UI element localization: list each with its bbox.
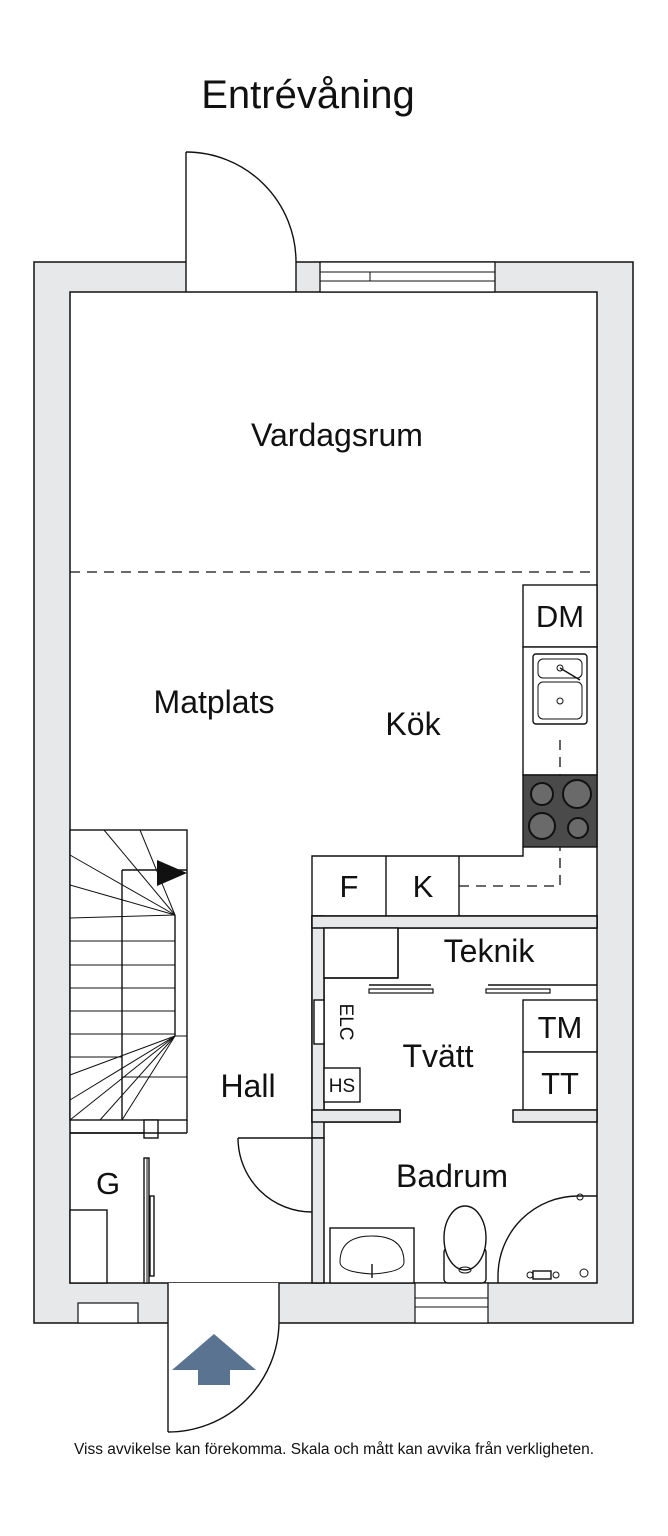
window-bottom-left (77, 1302, 139, 1324)
stove-icon (528, 779, 592, 840)
teknik-sliding-doors (368, 984, 597, 994)
fridge-freezer (311, 847, 561, 916)
room-label-teknik: Teknik (444, 933, 536, 969)
window-top (319, 261, 496, 293)
fixture-label-k: K (413, 869, 434, 904)
fixture-label-g: G (96, 1166, 120, 1201)
entrance-arrow-icon (172, 1334, 256, 1385)
kitchen-sink-icon (532, 653, 588, 725)
room-label-tvatt: Tvätt (402, 1038, 473, 1074)
bathroom-wall (311, 1137, 325, 1284)
wardrobe (69, 1132, 155, 1284)
staircase (69, 829, 188, 1139)
tumble-dryer (522, 1051, 598, 1111)
disclaimer-note: Viss avvikelse kan förekomma. Skala och … (74, 1441, 594, 1458)
room-label-matplats: Matplats (154, 684, 275, 720)
top-door-swing (185, 151, 297, 263)
fixture-label-hs: HS (329, 1076, 355, 1097)
stair-direction-icon (157, 860, 187, 886)
entrance-opening (168, 1283, 279, 1324)
washbasin-icon (329, 1227, 415, 1284)
room-label-kok: Kök (385, 706, 441, 742)
room-label-hall: Hall (220, 1068, 275, 1104)
room-label-badrum: Badrum (396, 1158, 508, 1194)
toilet-icon (443, 1205, 487, 1284)
shower-icon (497, 1193, 597, 1283)
entrance-door-swing (167, 1322, 280, 1433)
utility-bathroom-wall-right (512, 1109, 598, 1123)
hs-cabinet (323, 1067, 361, 1103)
fixture-label-elc: ELC (335, 1004, 356, 1041)
window-bathroom (414, 1282, 489, 1324)
room-label-vardagsrum: Vardagsrum (251, 417, 423, 453)
fixture-label-dm: DM (536, 599, 584, 634)
fixture-label-f: F (340, 869, 359, 904)
utility-bathroom-wall-left (311, 1109, 401, 1123)
fixture-label-tm: TM (538, 1010, 583, 1045)
floor-title: Entrévåning (201, 73, 414, 117)
teknik-cabinet (323, 927, 399, 979)
fixture-label-tt: TT (541, 1066, 579, 1101)
washing-machine (522, 999, 598, 1053)
bathroom-door-swing (237, 1137, 313, 1213)
